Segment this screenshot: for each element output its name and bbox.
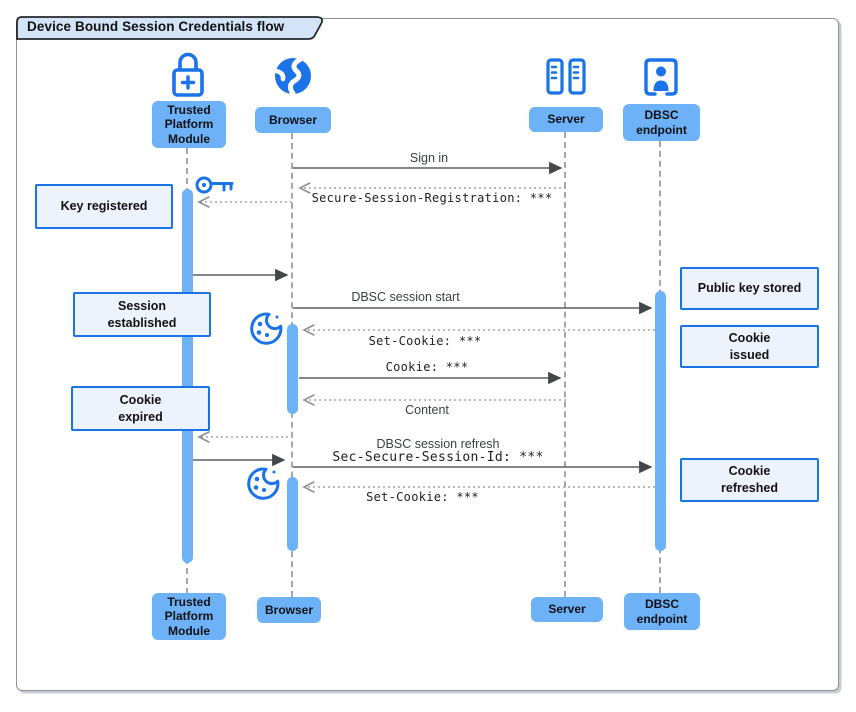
actor-footer-server: Server	[531, 597, 603, 622]
note-cookie-expired: Cookie expired	[71, 386, 210, 431]
globe-icon	[274, 57, 311, 96]
title-tab	[16, 16, 323, 40]
key-icon	[195, 176, 234, 194]
actor-footer-dbsc: DBSC endpoint	[624, 593, 700, 630]
message-sec-secure-session-id: Sec-Secure-Session-Id: ***	[332, 450, 544, 465]
lifeline-server	[564, 132, 566, 597]
note-session-established: Session established	[73, 292, 211, 337]
note-cookie-refreshed: Cookie refreshed	[680, 458, 819, 502]
activation-bar-browser-2	[287, 477, 298, 551]
activation-bar-browser-1	[287, 324, 298, 414]
cookie-icon	[250, 312, 283, 345]
message-sign-in: Sign in	[409, 151, 449, 165]
actor-header-browser: Browser	[255, 107, 331, 133]
message-content: Content	[405, 403, 449, 417]
server-rack-icon	[546, 58, 586, 95]
note-key-registered: Key registered	[35, 184, 173, 229]
actor-header-server: Server	[529, 107, 603, 132]
activation-bar-tpm	[182, 189, 193, 563]
note-public-key-stored: Public key stored	[680, 267, 819, 310]
badge-person-icon	[644, 58, 678, 96]
message-set-cookie-2: Set-Cookie: ***	[366, 490, 479, 504]
message-dbsc-session-refresh: DBSC session refresh	[376, 437, 500, 451]
message-set-cookie-1: Set-Cookie: ***	[368, 334, 482, 348]
message-dbsc-session-start: DBSC session start	[351, 290, 460, 304]
activation-bar-dbsc	[655, 291, 666, 551]
note-cookie-issued: Cookie issued	[680, 325, 819, 368]
actor-header-dbsc: DBSC endpoint	[623, 104, 700, 141]
cookie-icon	[247, 467, 280, 500]
actor-header-tpm: Trusted Platform Module	[152, 101, 226, 148]
message-cookie: Cookie: ***	[385, 360, 469, 374]
diagram-title: Device Bound Session Credentials flow	[27, 19, 285, 34]
actor-footer-browser: Browser	[257, 597, 321, 623]
message-session-registration: Secure-Session-Registration: ***	[311, 191, 553, 205]
actor-footer-tpm: Trusted Platform Module	[152, 593, 226, 640]
lock-plus-icon	[172, 52, 204, 97]
